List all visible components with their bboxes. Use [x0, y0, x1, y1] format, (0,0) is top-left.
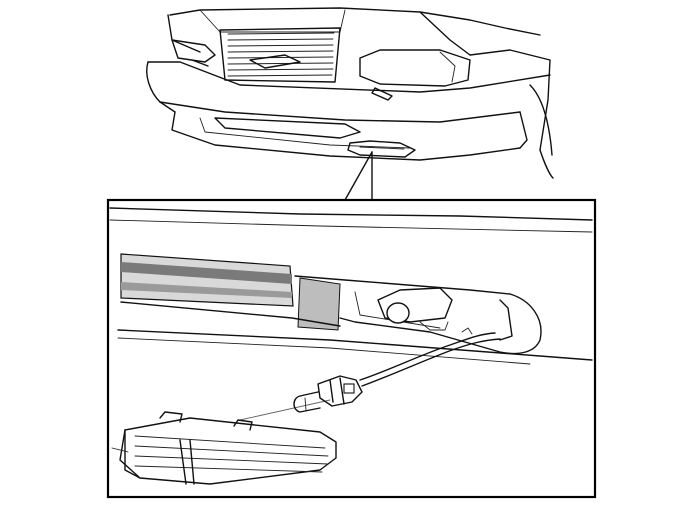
front-grille	[219, 27, 341, 83]
bumper-grille-strip	[120, 253, 294, 307]
recess-inner-shading	[297, 277, 341, 331]
lens-grille-cover	[111, 411, 337, 485]
socket-hole	[386, 302, 410, 324]
front-bumper-overview	[146, 59, 551, 161]
cover-clip-right	[233, 419, 253, 431]
lamp-socket	[293, 375, 363, 413]
car-front-overview	[146, 7, 554, 179]
detail-frame	[106, 198, 597, 499]
wire-harness	[359, 332, 501, 387]
right-headlight	[359, 49, 471, 87]
lamp-housing	[377, 287, 473, 335]
bumper-face-line	[117, 329, 593, 361]
cover-clip-left	[159, 411, 183, 423]
detail-callout	[106, 198, 597, 499]
bulb	[293, 391, 321, 413]
callout-leader	[344, 151, 373, 201]
bumper-top-edge	[109, 207, 593, 221]
assembly-guide-line	[239, 399, 331, 421]
left-headlight	[171, 39, 216, 63]
bumper-recess	[294, 275, 542, 355]
marker-lamp-location	[347, 140, 416, 158]
